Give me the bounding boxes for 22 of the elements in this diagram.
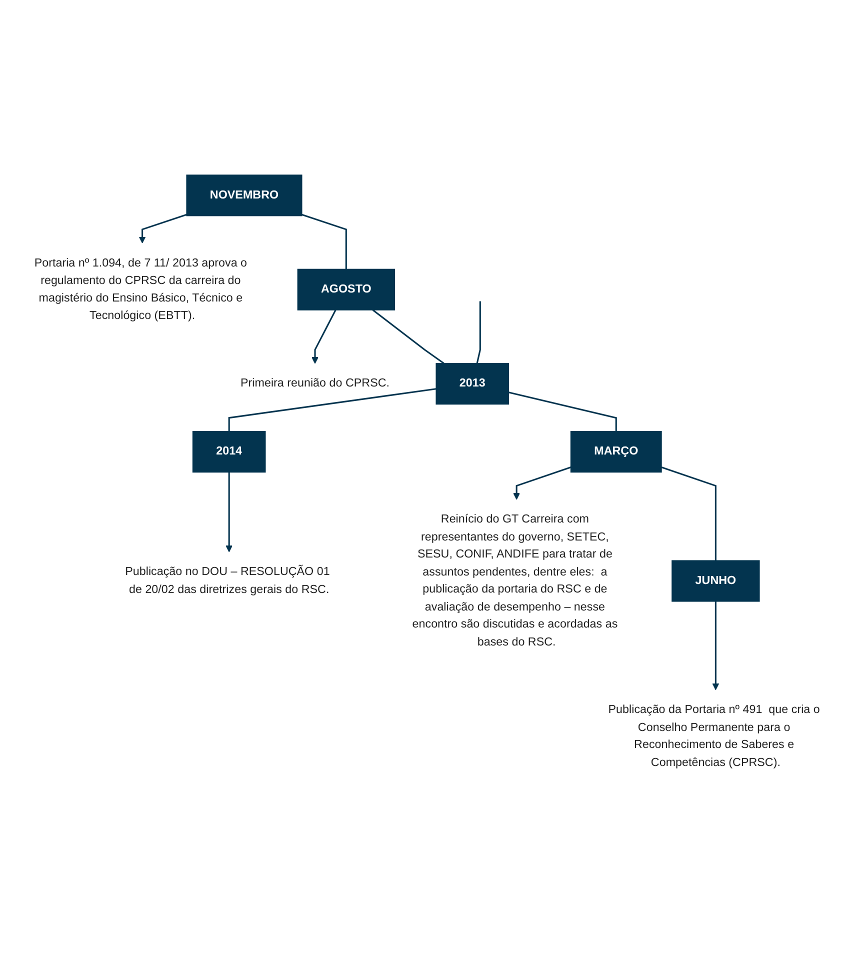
- connector: [661, 466, 716, 561]
- connector: [476, 301, 481, 364]
- arrow: [712, 601, 720, 690]
- node-box: AGOSTO: [297, 268, 395, 310]
- arrow: [226, 472, 233, 552]
- connector: [302, 214, 347, 270]
- node-text: Publicação da Portaria nº 491 que cria o Conselho Permanente para o Reconhecimento de Saberes e Competências (CPRSC).: [608, 702, 820, 769]
- node-box: JUNHO: [672, 560, 760, 602]
- node-text: Publicação no DOU – RESOLUÇÃO 01 de 20/02 das diretrizes gerais do RSC.: [125, 565, 330, 596]
- arrow: [138, 214, 187, 244]
- connector: [508, 392, 617, 432]
- node-text: Reinício do GT Carreira com representantes do governo, SETEC, SESU, CONIF, ANDIFE para tratar de assuntos pendentes, dentre eles: a publicação da portaria do RSC e de avaliação de desempenho – nesse encontro são discutidas e acordadas as bases do RSC.: [412, 512, 618, 648]
- node-box: 2014: [192, 431, 266, 473]
- node-box: 2013: [436, 363, 510, 405]
- node-text: Primeira reunião do CPRSC.: [240, 376, 390, 390]
- connector: [372, 309, 444, 364]
- node-text: Portaria nº 1.094, de 7 11/ 2013 aprova o regulamento do CPRSC da carreira do magistério do Ensino Básico, Técnico e Tecnológico (EBTT).: [34, 256, 248, 322]
- node-box: MARÇO: [570, 431, 662, 473]
- connector: [228, 388, 436, 432]
- arrow: [312, 310, 336, 364]
- arrow: [513, 466, 572, 500]
- node-box: NOVEMBRO: [186, 174, 302, 216]
